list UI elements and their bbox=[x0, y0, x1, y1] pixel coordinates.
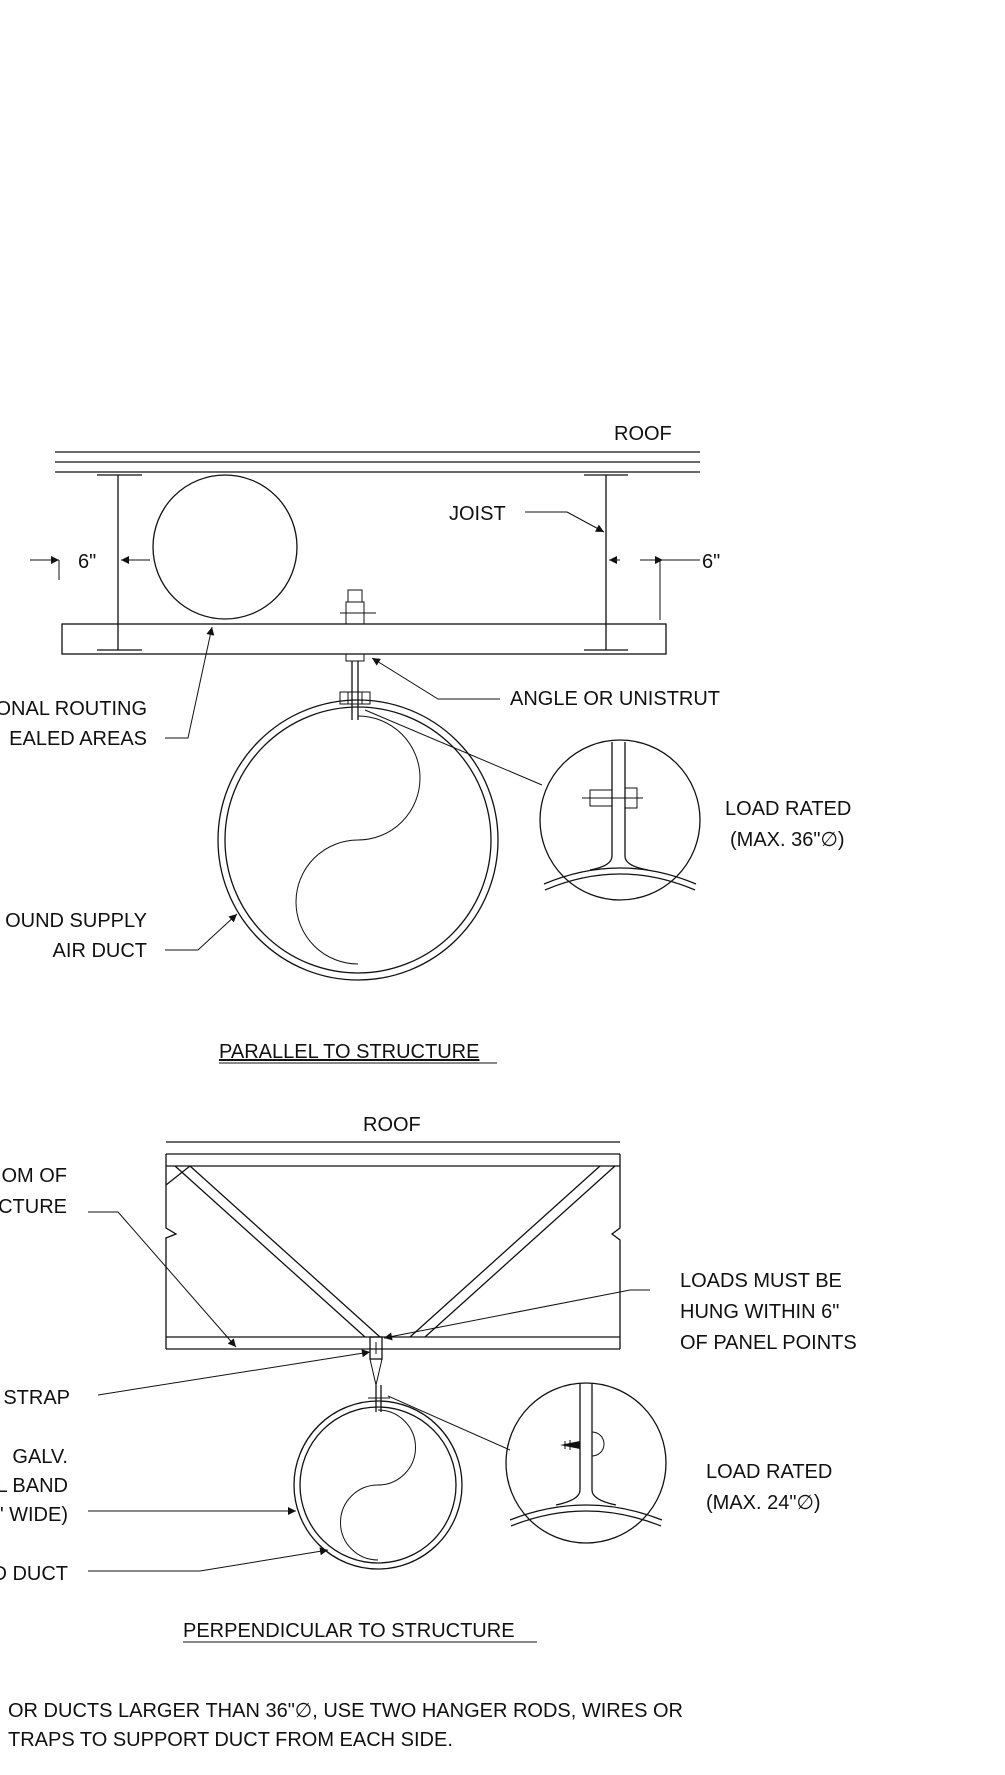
bottom-of-structure-leader bbox=[88, 1211, 237, 1348]
duct-bottom-leader bbox=[88, 1547, 329, 1572]
roof-label-top: ROOF bbox=[614, 423, 672, 445]
loads-leader bbox=[383, 1289, 650, 1341]
dimension-right-label: 6" bbox=[702, 551, 720, 573]
truss-webs bbox=[165, 1165, 616, 1338]
roof-deck-top bbox=[55, 451, 700, 473]
general-note: OR DUCTS LARGER THAN 36"∅, USE TWO HANGE… bbox=[8, 1700, 683, 1751]
truss-break-lines bbox=[165, 1154, 621, 1349]
hanger-strap-top bbox=[339, 661, 371, 720]
angle-unistrut-label: ANGLE OR UNISTRUT bbox=[510, 688, 720, 710]
angle-unistrut-trapeze bbox=[61, 623, 667, 655]
perpendicular-detail: ROOF OM OF CTURE LOADS MUST BE HUNG WITH… bbox=[0, 1114, 857, 1643]
routing-label-line1: ONAL ROUTING bbox=[0, 698, 147, 720]
dimension-right bbox=[609, 556, 700, 620]
dimension-left bbox=[30, 556, 150, 580]
bubble-leader-bottom bbox=[387, 1395, 511, 1451]
galv-band-line1: GALV. bbox=[12, 1446, 68, 1468]
load-rated-top-line1: LOAD RATED bbox=[725, 798, 851, 820]
round-duct-leader bbox=[165, 913, 238, 951]
roof-label-bottom: ROOF bbox=[363, 1114, 421, 1136]
joist-right bbox=[584, 474, 628, 651]
galv-band-line3: " WIDE) bbox=[0, 1504, 68, 1526]
dimension-left-label: 6" bbox=[78, 551, 96, 573]
bottom-of-structure-line1: OM OF bbox=[1, 1165, 67, 1187]
routing-label-line2: EALED AREAS bbox=[9, 728, 147, 750]
trapeze-bolt bbox=[340, 589, 376, 662]
bubble-leader-top bbox=[364, 709, 543, 786]
round-duct-bottom bbox=[293, 1400, 463, 1570]
load-rated-bottom-line2: (MAX. 24"∅) bbox=[706, 1492, 821, 1514]
roof-deck-bottom bbox=[166, 1141, 620, 1167]
loads-must-be-line3: OF PANEL POINTS bbox=[680, 1332, 857, 1354]
load-rated-detail-bubble-bottom bbox=[505, 1382, 667, 1544]
round-supply-duct bbox=[217, 699, 499, 981]
note-line2: TRAPS TO SUPPORT DUCT FROM EACH SIDE. bbox=[8, 1729, 453, 1751]
note-line1: OR DUCTS LARGER THAN 36"∅, USE TWO HANGE… bbox=[8, 1700, 683, 1722]
bottom-of-structure-line2: CTURE bbox=[0, 1196, 67, 1218]
perpendicular-title: PERPENDICULAR TO STRUCTURE bbox=[183, 1620, 515, 1642]
strap-leader bbox=[97, 1349, 371, 1396]
load-rated-top-line2: (MAX. 36"∅) bbox=[730, 829, 845, 851]
load-rated-detail-bubble-top bbox=[539, 739, 701, 901]
round-supply-label-line1: OUND SUPPLY bbox=[5, 910, 147, 932]
parallel-detail: 6" 6" ROOF JOIST ONAL ROUTING EALED AREA… bbox=[0, 423, 851, 1064]
duct-bottom-label: D DUCT bbox=[0, 1563, 68, 1585]
galv-band-line2: L BAND bbox=[0, 1475, 68, 1497]
round-supply-label-line2: AIR DUCT bbox=[53, 940, 147, 962]
routing-leader bbox=[165, 626, 215, 739]
joist-label: JOIST bbox=[449, 503, 506, 525]
joist-left bbox=[97, 474, 142, 651]
truss-bottom-chord bbox=[166, 1336, 620, 1350]
strap-label: STRAP bbox=[3, 1387, 70, 1409]
load-rated-bottom-line1: LOAD RATED bbox=[706, 1461, 832, 1483]
loads-must-be-line1: LOADS MUST BE bbox=[680, 1270, 842, 1292]
loads-must-be-line2: HUNG WITHIN 6" bbox=[680, 1301, 839, 1323]
angle-unistrut-leader bbox=[371, 657, 500, 700]
alternate-routing-circle bbox=[152, 474, 298, 620]
parallel-title: PARALLEL TO STRUCTURE bbox=[219, 1041, 479, 1063]
